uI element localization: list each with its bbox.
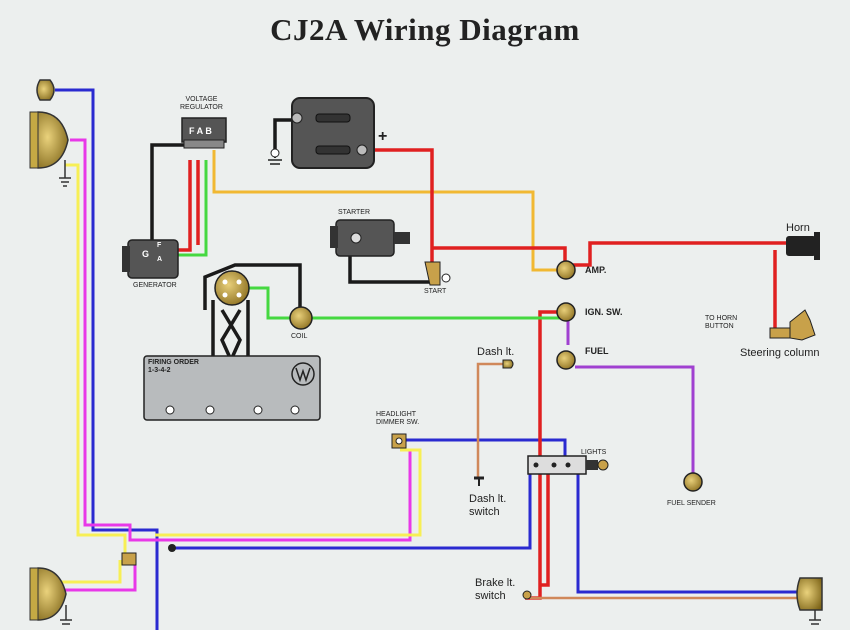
starter-label: STARTER — [338, 209, 371, 216]
wire-red — [175, 148, 790, 600]
start-switch — [424, 261, 451, 286]
firing-order-label: FIRING ORDER 1-3-4-2 — [148, 359, 199, 374]
dash-light-label: Dash lt. — [477, 346, 515, 358]
wire-magenta — [60, 138, 412, 592]
dash-light-switch — [474, 476, 484, 486]
steering-column-label: Steering column — [740, 347, 820, 359]
wire-green — [175, 160, 560, 320]
wire-orange — [212, 150, 560, 272]
dash-light-switch-label: Dash lt. switch — [469, 493, 507, 518]
engine-block — [143, 355, 321, 421]
start-label: START — [424, 288, 447, 295]
page-title: CJ2A Wiring Diagram — [270, 12, 580, 47]
coil-label: COIL — [291, 333, 308, 340]
dash-light — [502, 359, 514, 369]
ign-sw-label: IGN. SW. — [585, 307, 623, 317]
wire-blue — [55, 88, 800, 630]
brake-light-switch-label: Brake lt. switch — [475, 577, 516, 602]
generator-label: GENERATOR — [133, 282, 177, 289]
headlight-dimmer-switch-label: HEADLIGHT DIMMER SW. — [376, 411, 420, 426]
ignition-switch — [556, 302, 576, 322]
voltage-regulator — [181, 117, 227, 149]
fuel-gauge — [556, 350, 576, 370]
junction-block — [121, 544, 176, 566]
lights-switch — [527, 455, 609, 475]
coil — [289, 306, 313, 330]
brake-light-switch — [522, 590, 532, 600]
tail-light — [796, 577, 823, 625]
headlight-bottom-left — [29, 567, 72, 625]
generator-terminal-f: F — [157, 242, 162, 249]
parking-light-top — [36, 79, 55, 101]
generator-terminal-g: G — [142, 249, 150, 259]
amp-label: AMP. — [585, 265, 607, 275]
fuel-sender-label: FUEL SENDER — [667, 500, 716, 507]
starter — [330, 219, 410, 257]
horn-label: Horn — [786, 222, 810, 234]
fuel-sender — [683, 472, 703, 492]
headlight-top-left — [29, 111, 71, 187]
steering-column-horn-button — [769, 309, 816, 341]
regulator-terminals-label: F A B — [189, 126, 212, 136]
headlight-dimmer-switch — [391, 433, 407, 449]
amp-gauge — [556, 260, 576, 280]
generator-terminal-a: A — [157, 256, 163, 263]
wire-purple — [566, 318, 695, 475]
fuel-label: FUEL — [585, 346, 609, 356]
wire-yellow — [60, 163, 422, 584]
wire-brown — [476, 362, 800, 600]
battery-positive-label: + — [378, 128, 388, 145]
lights-label: LIGHTS — [581, 449, 607, 456]
generator — [122, 239, 179, 279]
voltage-regulator-label: VOLTAGE REGULATOR — [180, 96, 223, 111]
horn — [786, 232, 820, 260]
to-horn-button-label: TO HORN BUTTON — [705, 315, 738, 330]
distributor — [214, 270, 250, 306]
battery — [268, 97, 375, 169]
